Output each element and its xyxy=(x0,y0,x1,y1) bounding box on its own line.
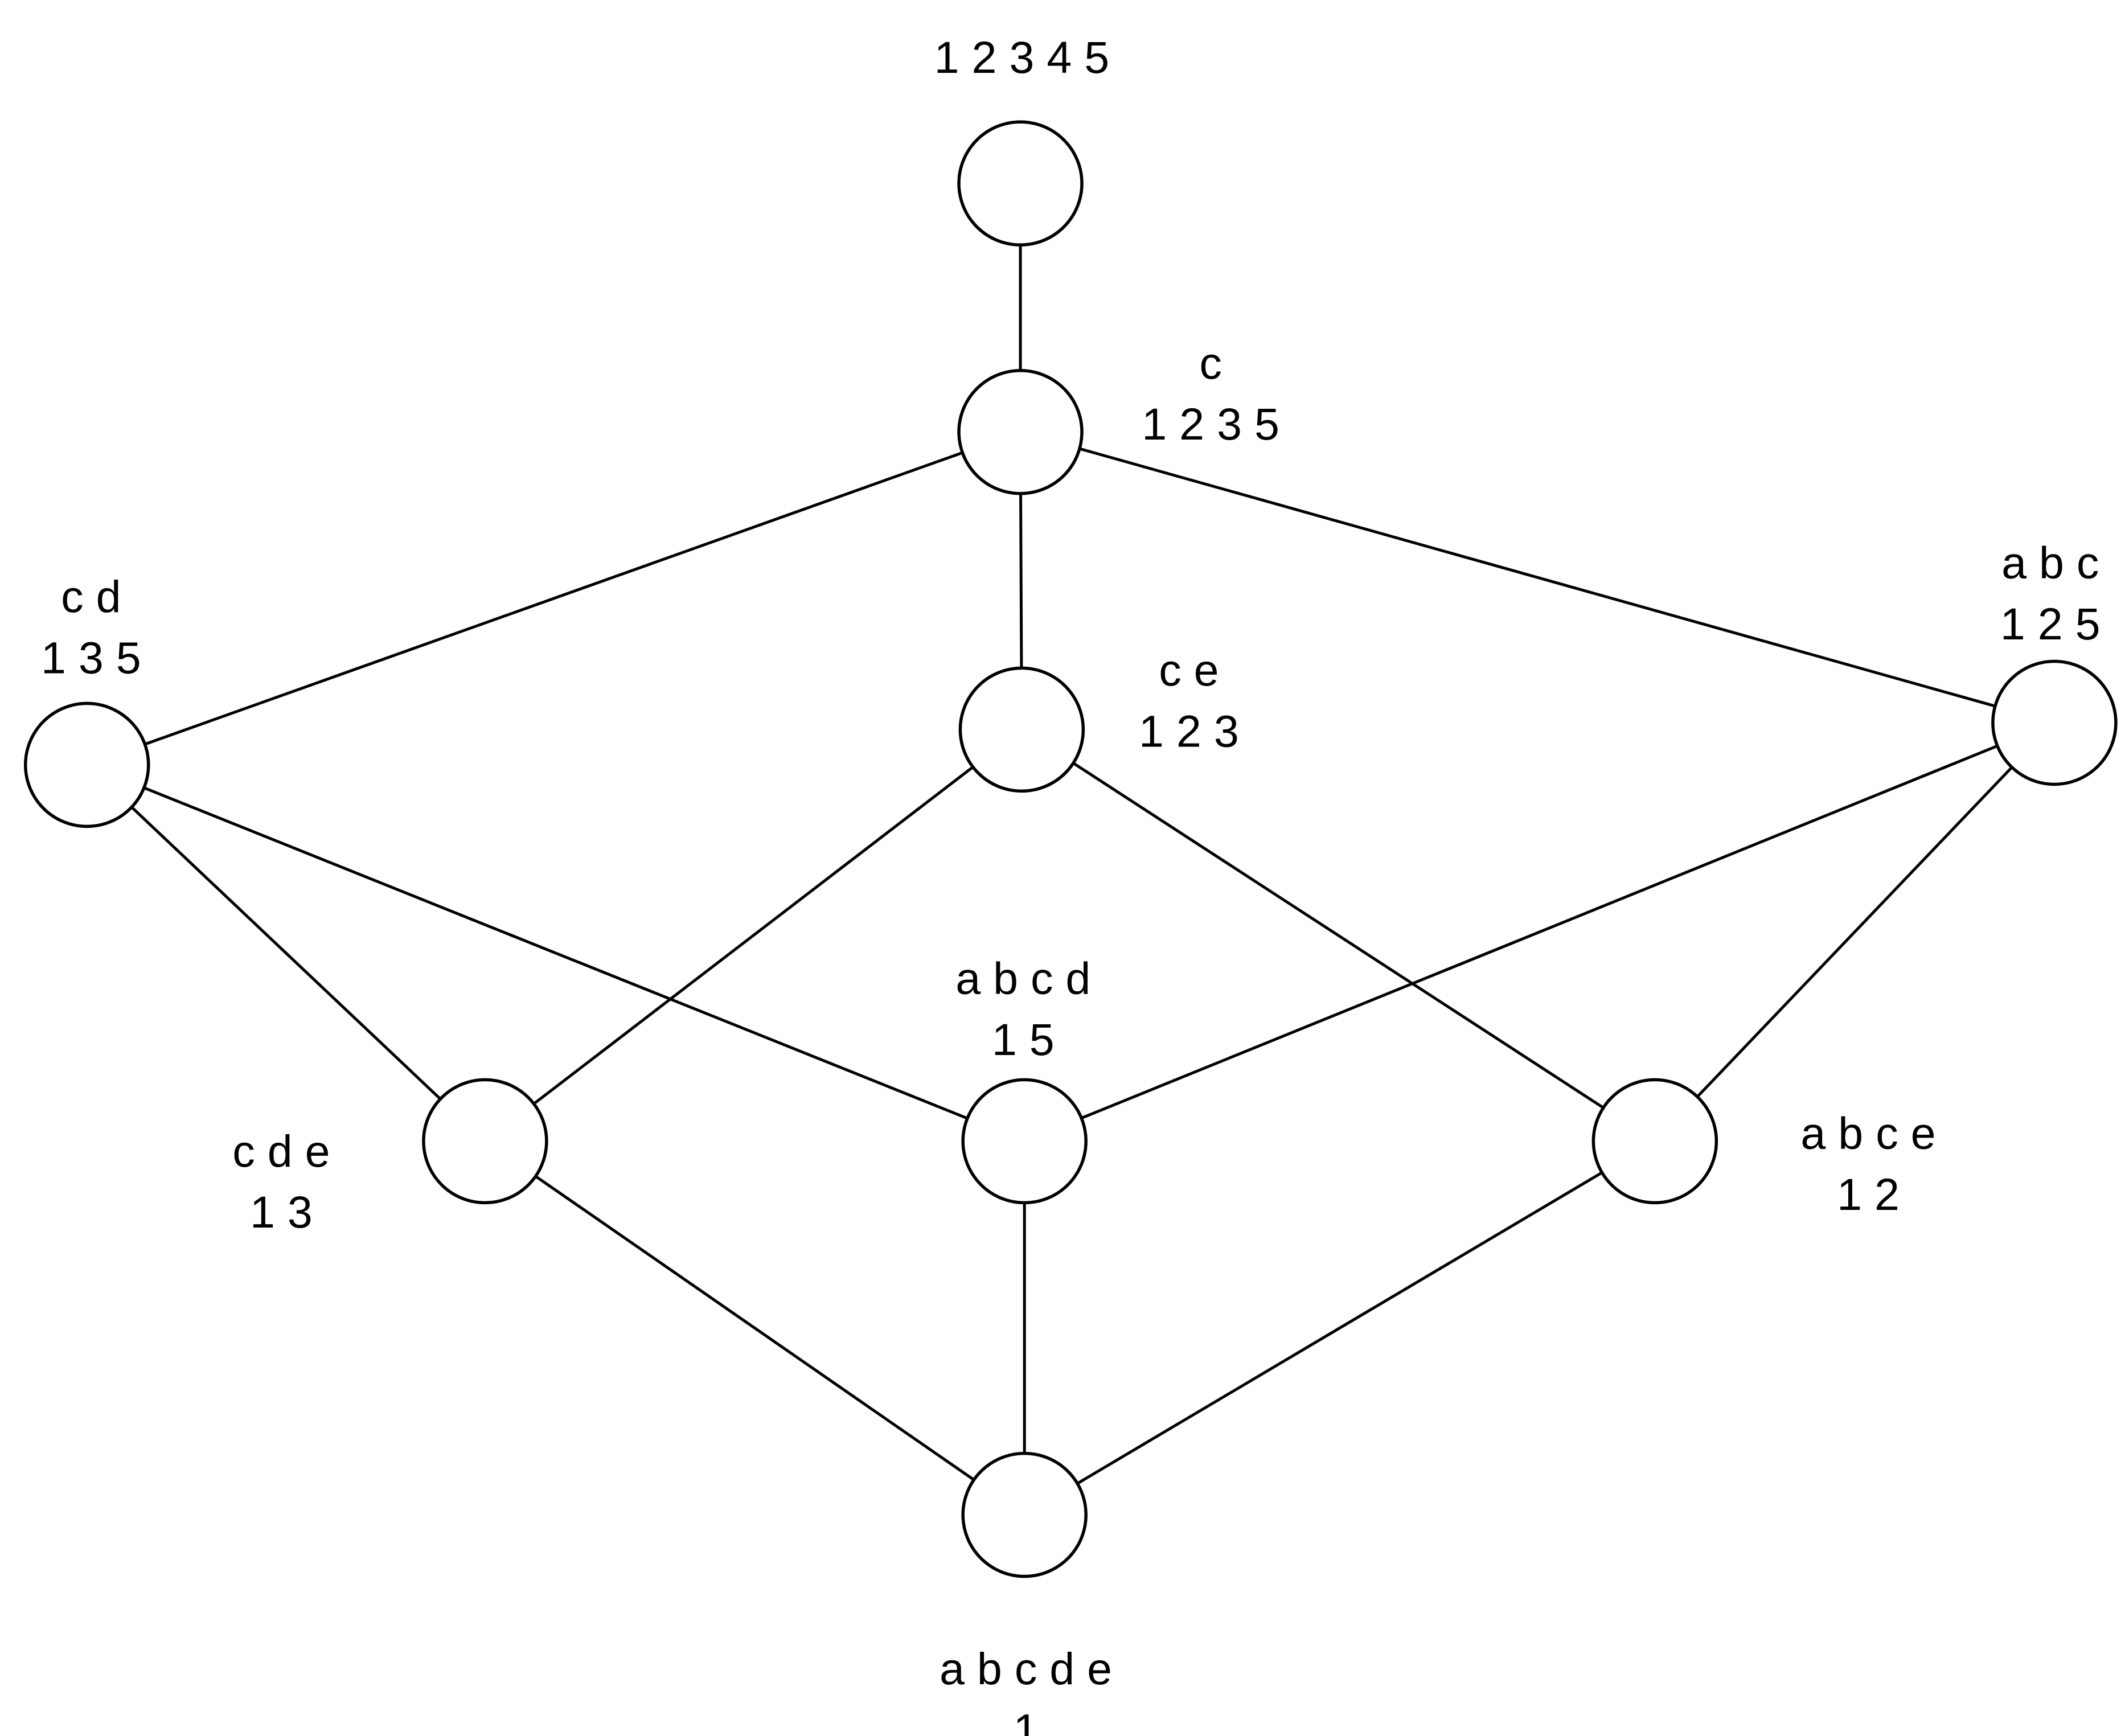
node-label-c-attributes: c xyxy=(1199,338,1222,388)
node-abcde xyxy=(961,1451,1088,1578)
node-abc xyxy=(1991,659,2118,786)
node-label-abc-attributes: a b c xyxy=(2001,537,2099,588)
node-label-abcd-objects: 1 5 xyxy=(992,1014,1055,1065)
node-cde xyxy=(422,1078,548,1205)
edges xyxy=(130,245,2013,1485)
node-label-abcde-objects: 1 xyxy=(1014,1704,1039,1736)
node-label-abce-attributes: a b c e xyxy=(1800,1108,1935,1159)
node-label-cde-objects: 1 3 xyxy=(250,1187,313,1237)
node-ce xyxy=(958,666,1085,793)
nodes xyxy=(23,120,2118,1578)
edge-abc-abce xyxy=(1696,766,2013,1098)
node-top xyxy=(957,120,1084,247)
node-label-ce-attributes: c e xyxy=(1159,645,1219,695)
node-label-abcd-attributes: a b c d xyxy=(955,953,1090,1004)
edge-cd-cde xyxy=(130,806,442,1101)
node-label-ce-objects: 1 2 3 xyxy=(1139,705,1239,756)
node-label-cd-objects: 1 3 5 xyxy=(41,633,141,683)
edge-abce-abcde xyxy=(1076,1171,1603,1485)
node-label-abce-objects: 1 2 xyxy=(1837,1169,1900,1220)
node-c xyxy=(957,369,1084,495)
node-labels: 1 2 3 4 5 c 1 2 3 5 c d 1 3 5 c e 1 2 3 a b c 1 … xyxy=(41,32,2101,1736)
edge-cde-abcde xyxy=(535,1175,975,1481)
edge-ce-abce xyxy=(1072,762,1605,1109)
node-label-top-objects: 1 2 3 4 5 xyxy=(934,32,1109,83)
node-abce xyxy=(1591,1078,1718,1205)
node-label-cde-attributes: c d e xyxy=(232,1126,330,1176)
edge-abc-abcd xyxy=(1081,744,1998,1120)
edge-ce-cde xyxy=(533,766,974,1105)
edge-c-ce xyxy=(1019,493,1023,668)
node-abcd xyxy=(961,1078,1088,1205)
edge-c-abc xyxy=(1079,447,1996,708)
node-label-abcde-attributes: a b c d e xyxy=(940,1643,1112,1694)
node-cd xyxy=(23,701,150,828)
node-label-cd-attributes: c d xyxy=(61,571,121,622)
node-label-abc-objects: 1 2 5 xyxy=(2000,598,2101,649)
edge-c-cd xyxy=(144,451,963,746)
edge-cd-abcd xyxy=(143,786,968,1120)
node-label-c-objects: 1 2 3 5 xyxy=(1142,399,1279,449)
